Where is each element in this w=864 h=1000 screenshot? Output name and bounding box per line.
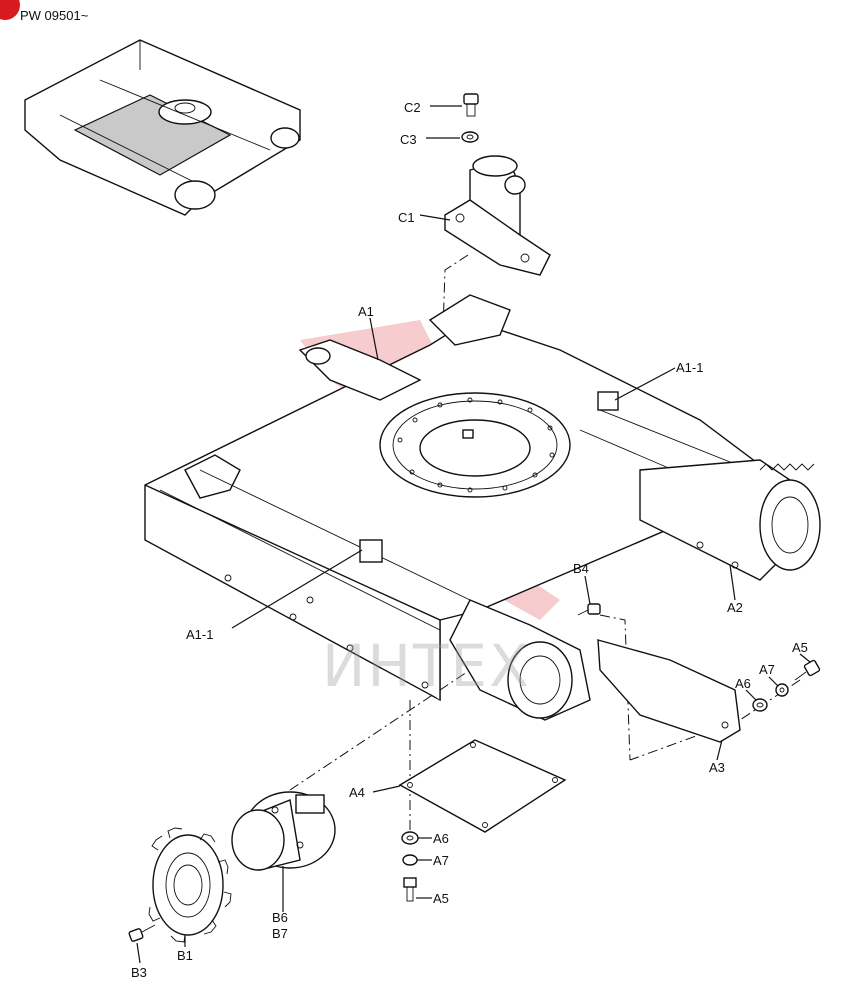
travel-motor-bracket [449, 599, 591, 721]
corner-badge [0, 0, 20, 20]
bolt-b3 [128, 924, 156, 942]
callout-a6-right: A6 [735, 676, 751, 691]
track-frame-a1 [144, 294, 761, 702]
overview-thumbnail [24, 39, 301, 216]
serial-range: PW 09501~ [20, 8, 89, 23]
callout-a3: A3 [709, 760, 725, 775]
cover-a3 [597, 639, 741, 743]
sprocket-housing-a2 [639, 459, 821, 581]
alignment-line-motor [289, 649, 501, 791]
callout-a1: A1 [358, 304, 374, 319]
callout-b7: B7 [272, 926, 288, 941]
callout-labels: C2 C3 C1 A1 A1-1 A1-1 A2 B4 A5 A7 A6 A3 … [131, 100, 808, 980]
right-hardware [752, 659, 821, 712]
callout-b6: B6 [272, 910, 288, 925]
ring-bolt-holes [397, 397, 555, 493]
callout-c3: C3 [400, 132, 417, 147]
callout-b3: B3 [131, 965, 147, 980]
callout-a7-bottom: A7 [433, 853, 449, 868]
alignment-line-bolt-b4 [599, 614, 631, 761]
sprocket-b1 [148, 827, 232, 943]
callout-a5-bottom: A5 [433, 891, 449, 906]
callout-a7-right: A7 [759, 662, 775, 677]
callout-c1: C1 [398, 210, 415, 225]
bolt-b4 [577, 603, 601, 616]
callout-a4: A4 [349, 785, 365, 800]
callout-b4: B4 [573, 561, 589, 576]
swivel-joint-c1 [444, 93, 551, 276]
bottom-hardware [401, 831, 419, 902]
travel-motor-b6-b7 [231, 791, 336, 871]
watermark-text: ИНТЕХ [322, 632, 531, 700]
callout-a5-right: A5 [792, 640, 808, 655]
cover-plate-a4 [398, 739, 567, 833]
callout-c2: C2 [404, 100, 421, 115]
callout-b1: B1 [177, 948, 193, 963]
callout-a1-1-right: A1-1 [676, 360, 703, 375]
callout-a6-bottom: A6 [433, 831, 449, 846]
callout-a2: A2 [727, 600, 743, 615]
callout-a1-1-left: A1-1 [186, 627, 213, 642]
leader-lines [136, 105, 811, 964]
